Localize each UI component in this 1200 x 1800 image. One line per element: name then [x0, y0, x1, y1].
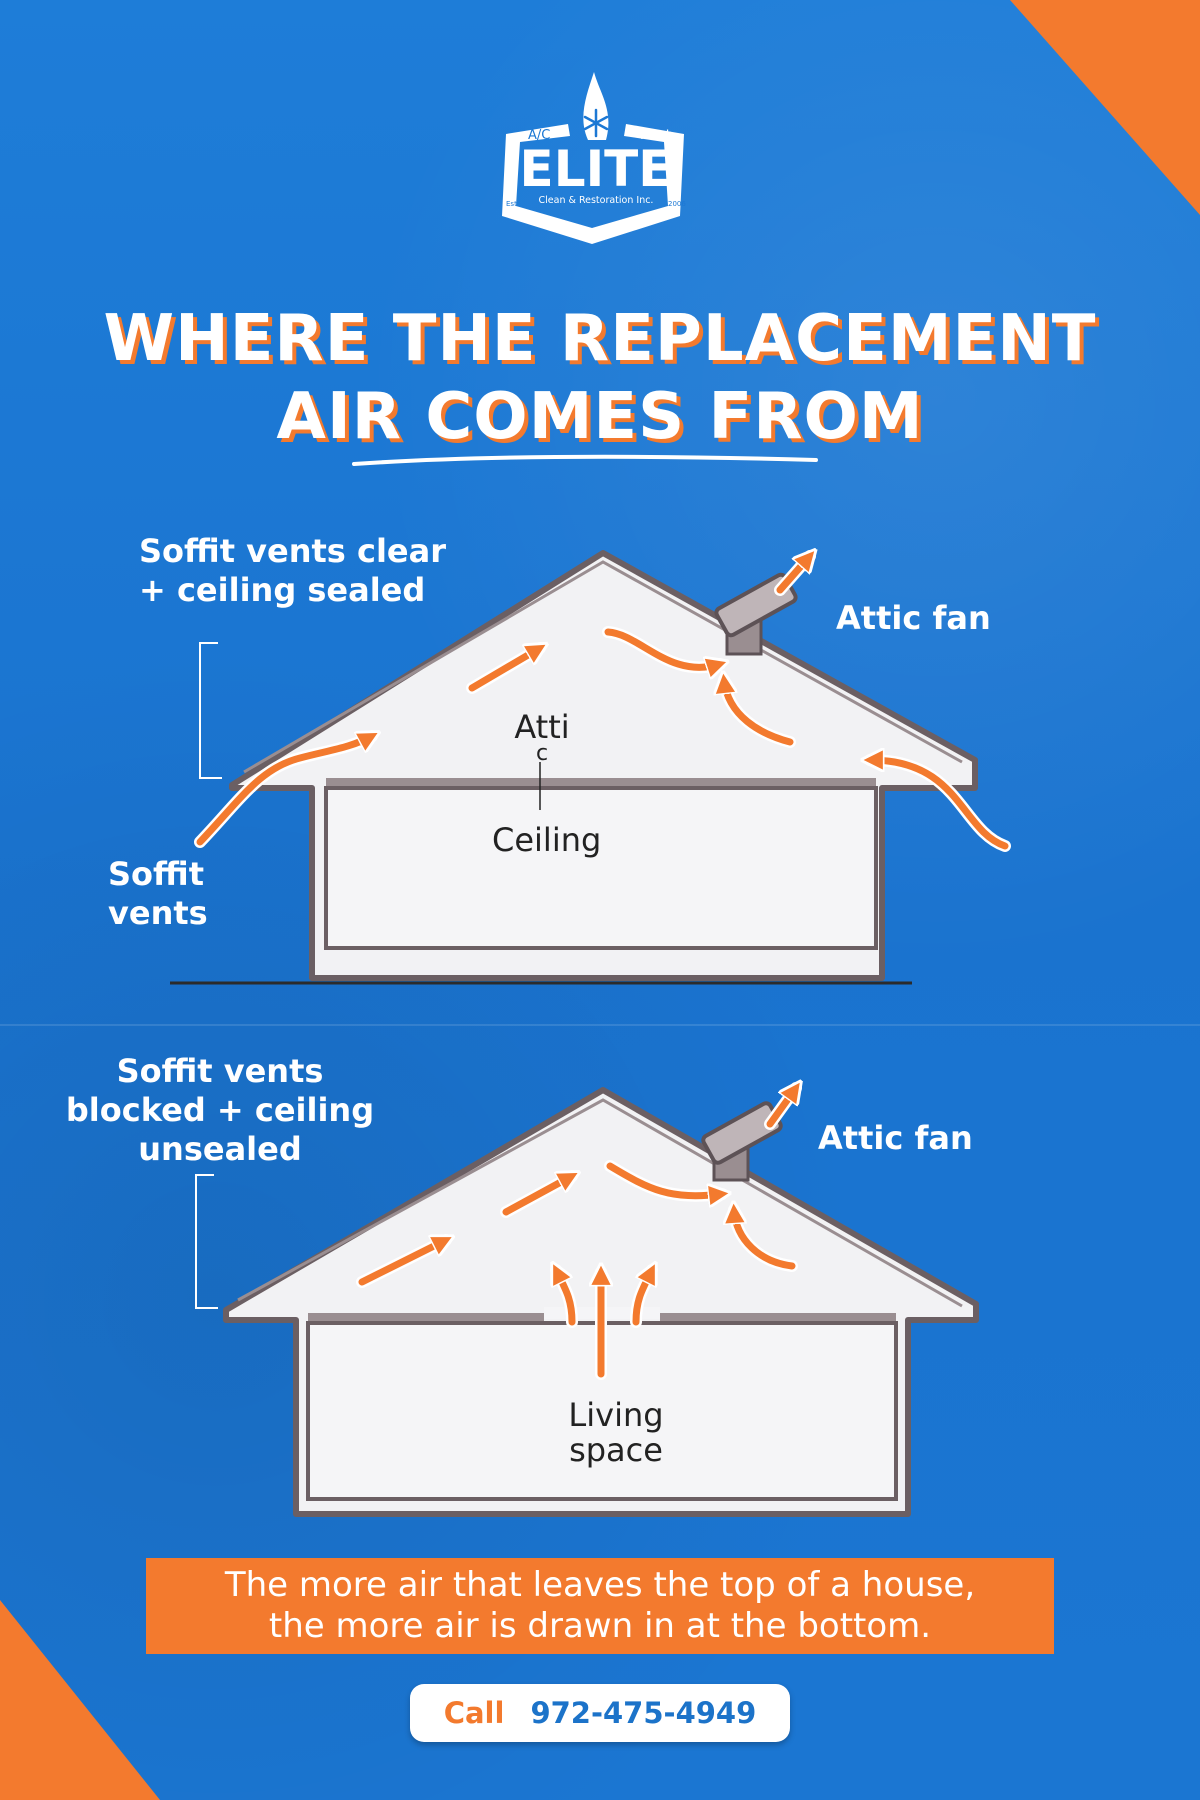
diagram2-heading-line-1: Soffit vents — [116, 1052, 324, 1090]
room-box — [324, 786, 878, 950]
diagram2-heading-line-3: unsealed — [138, 1130, 302, 1168]
airflow-arrows — [358, 1088, 796, 1378]
diagram1-heading-line-2: + ceiling sealed — [139, 571, 426, 609]
soffit-vents-label-line-2: vents — [108, 894, 208, 932]
living-space-label-line-2: space — [569, 1431, 663, 1469]
soffit-vents-label-line-1: Soffit — [108, 855, 205, 893]
ceiling-joist-left — [308, 1313, 544, 1323]
soffit-vents-label: Soffit vents — [108, 855, 208, 933]
phone-number: 972-475-4949 — [530, 1696, 757, 1730]
roof-line — [243, 560, 963, 774]
attic-fan — [701, 1101, 783, 1182]
diagram1-attic-fan-label: Attic fan — [836, 599, 991, 637]
ceiling-label: Ceiling — [492, 821, 602, 859]
house-diagram-unsealed — [195, 1088, 979, 1517]
roof-line — [237, 1098, 963, 1308]
heading-bracket — [195, 1174, 218, 1309]
ceiling-joist — [326, 778, 876, 788]
call-label: Call — [443, 1696, 505, 1730]
logo-year: 2006 — [668, 200, 686, 208]
title-underline — [352, 454, 818, 466]
logo-wordmark: ELITE — [520, 140, 673, 198]
logo-ac-tag: A/C — [528, 128, 550, 143]
section-divider — [0, 1024, 1200, 1026]
attic-label-line-1: Atti — [514, 708, 570, 746]
logo-heat-tag: Heat — [640, 128, 671, 143]
heading-bracket — [199, 642, 222, 779]
call-button[interactable]: Call 972-475-4949 — [410, 1684, 790, 1742]
footer-message: The more air that leaves the top of a ho… — [146, 1558, 1054, 1654]
diagram2-attic-fan-label: Attic fan — [818, 1119, 973, 1157]
living-space-label: Living space — [540, 1398, 692, 1468]
logo-tagline: Clean & Restoration Inc. — [539, 195, 654, 206]
elite-logo: A/C Heat ELITE Clean & Restoration Inc. … — [502, 72, 686, 244]
diagram2-heading-line-2: blocked + ceiling — [65, 1091, 375, 1129]
airflow-arrows — [196, 556, 1009, 850]
logo-est: Est. — [506, 200, 519, 208]
footer-message-line-2: the more air is drawn in at the bottom. — [268, 1606, 932, 1646]
attic-label-line-2: c — [535, 741, 549, 766]
diagram1-heading-line-1: Soffit vents clear — [139, 532, 446, 570]
diagram1-heading: Soffit vents clear + ceiling sealed — [139, 532, 446, 610]
footer-message-line-1: The more air that leaves the top of a ho… — [224, 1565, 976, 1605]
ceiling-joist-right — [660, 1313, 896, 1323]
living-space-label-line-1: Living — [568, 1396, 664, 1434]
house-diagram-sealed — [170, 553, 1011, 985]
diagram2-heading: Soffit vents blocked + ceiling unsealed — [50, 1052, 390, 1169]
page-title-line-1: WHERE THE REPLACEMENT — [103, 302, 1097, 376]
snowflake-flame-icon — [583, 72, 609, 140]
diagram1-attic-label: Atti c — [510, 708, 574, 766]
page-title-line-2: AIR COMES FROM — [276, 380, 924, 454]
